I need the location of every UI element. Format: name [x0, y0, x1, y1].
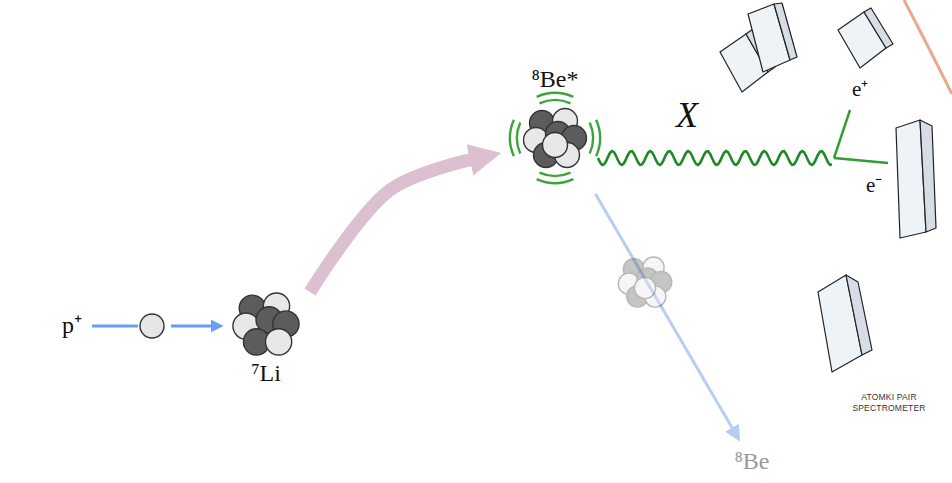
x-boson-wave [598, 151, 832, 165]
particle-label: p⁺ [62, 312, 82, 340]
excitation-arc [596, 119, 600, 156]
nucleus-node: p⁺ [62, 311, 166, 341]
nucleus-picture [82, 311, 166, 341]
particle-label: ⁸Be* [531, 66, 578, 94]
reaction-arrow [171, 325, 212, 328]
detector-side [774, 3, 797, 60]
ghost-nucleus [618, 257, 672, 307]
nucleon [634, 277, 655, 298]
particle-label: ⁸Be [734, 448, 769, 476]
label-holder: e⁻ [866, 170, 882, 198]
detector-side [864, 8, 893, 48]
proton-circle [140, 314, 164, 338]
reaction-arrow [595, 194, 732, 429]
excitation-arc [537, 93, 574, 97]
beam-line [92, 325, 138, 328]
nucleus-picture [507, 94, 603, 184]
label-holder: ATOMKI PAIR SPECTROMETER [846, 392, 932, 414]
particle-track [904, 0, 952, 94]
pair-spectrometer [720, 3, 936, 372]
excitation-arc [517, 122, 520, 153]
nucleus-picture [228, 288, 304, 360]
nucleon [543, 132, 568, 157]
excitation-arc [537, 179, 574, 183]
electron-label: e⁻ [866, 170, 882, 198]
electron-track [834, 158, 888, 163]
particle-label: ⁷Li [251, 360, 281, 388]
detector-side [920, 120, 936, 232]
excitation-arc [510, 119, 514, 156]
excitation-arc [540, 172, 571, 175]
spectrometer-label: ATOMKI PAIR SPECTROMETER [846, 392, 932, 414]
reaction-arrow [310, 159, 473, 292]
nucleon [265, 329, 291, 355]
excitation-arc [540, 100, 571, 103]
nucleus-node: ⁷Li [228, 288, 304, 388]
positron-label: e⁺ [852, 74, 868, 102]
boson-label: X [676, 94, 698, 136]
label-holder: X [676, 94, 698, 136]
positron-track [834, 110, 850, 158]
excitation-arc [590, 122, 593, 153]
detector-side [846, 275, 872, 355]
nucleus-node: ⁸Be [734, 448, 769, 476]
nucleus-node: ⁸Be* [507, 66, 603, 184]
label-holder: e⁺ [852, 74, 868, 102]
